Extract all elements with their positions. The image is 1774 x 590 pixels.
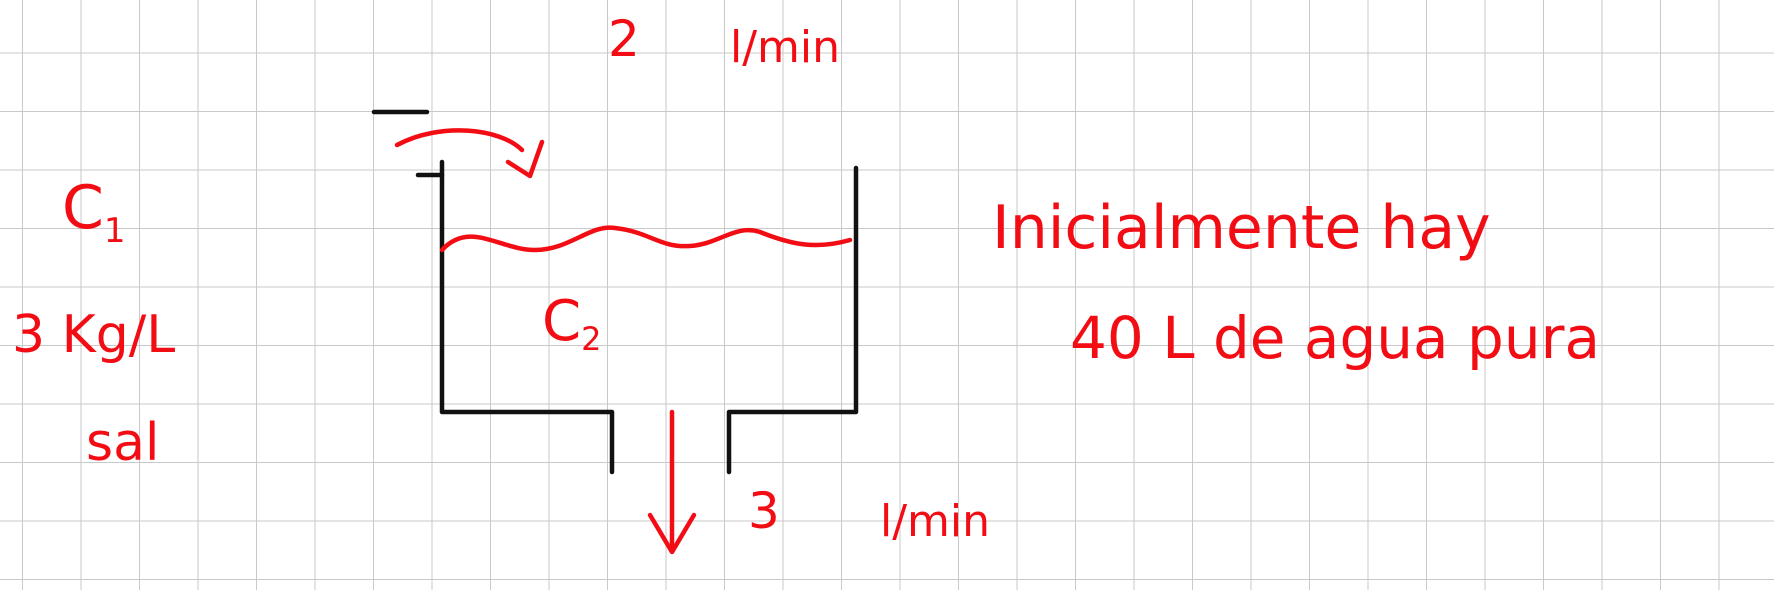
tank-right-wall-and-bottom (726, 165, 859, 475)
tank-left-wall-and-bottom (439, 159, 615, 475)
liquid-surface-wave (439, 225, 853, 253)
inflow-rate: 2 (608, 10, 640, 68)
inflow-arrow-head (505, 139, 545, 179)
tank-concentration-symbol: C2 (542, 289, 601, 358)
outflow-arrow-head (647, 512, 697, 555)
inlet-concentration-symbol: C1 (62, 173, 126, 251)
inflow-unit: l/min (730, 22, 840, 73)
inlet-concentration-value: 3 Kg/L (12, 305, 175, 365)
inflow-arrow-curve (394, 128, 525, 153)
outflow-rate: 3 (748, 482, 780, 540)
outflow-unit: l/min (880, 496, 990, 547)
note-line-1: Inicialmente hay (992, 193, 1491, 263)
inlet-substance: sal (86, 413, 159, 473)
note-line-2: 40 L de agua pura (1070, 304, 1600, 372)
